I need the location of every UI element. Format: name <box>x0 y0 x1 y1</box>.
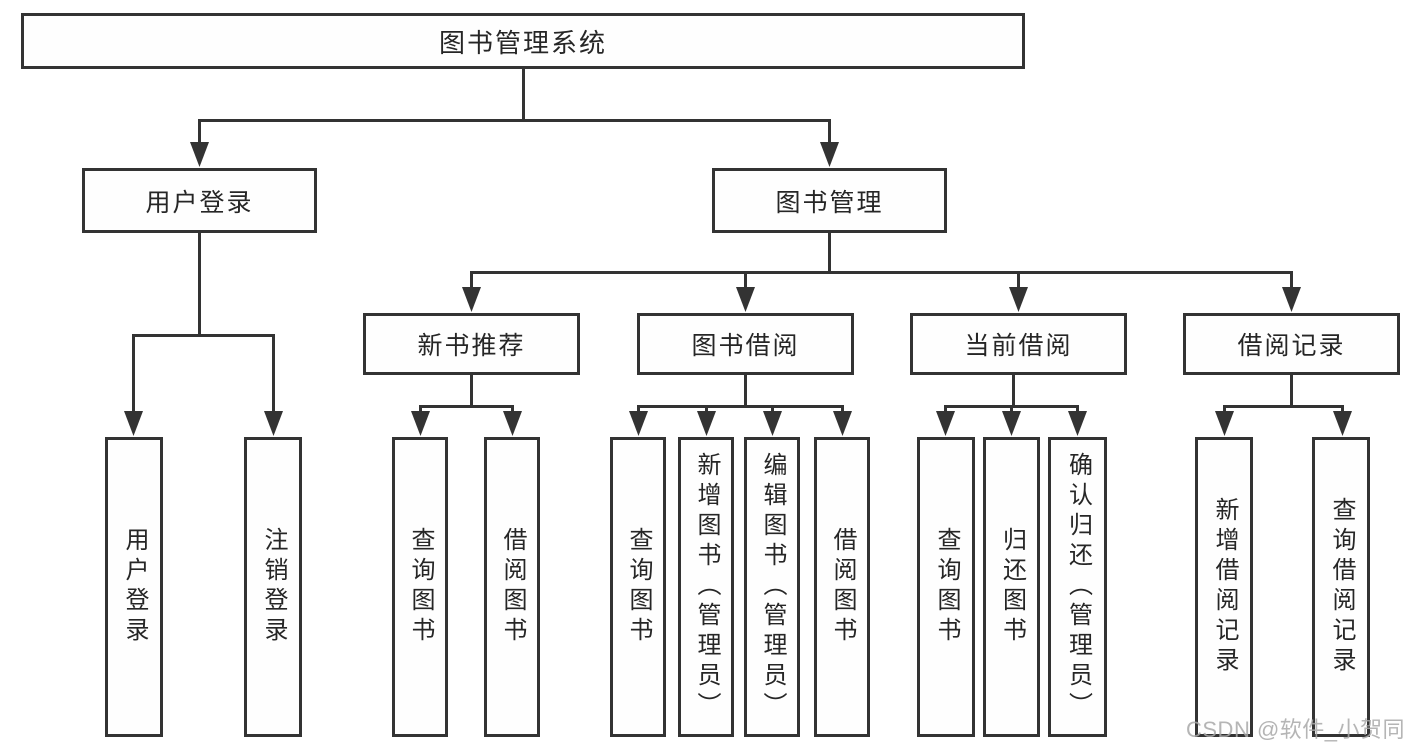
arrow-down-icon <box>697 411 716 436</box>
node-query-borrow-record: 查询借阅记录 <box>1312 437 1370 737</box>
node-label: 确认归还（管理员） <box>1064 452 1092 722</box>
arrow-down-icon <box>1333 411 1352 436</box>
connector-root-to-level2 <box>190 69 839 167</box>
node-add-books-admin: 新增图书（管理员） <box>678 437 734 737</box>
arrow-down-icon <box>736 287 755 312</box>
node-label: 新增图书（管理员） <box>693 452 720 722</box>
node-confirm-return-admin: 确认归还（管理员） <box>1048 437 1107 737</box>
connector-new-books-children <box>411 375 522 436</box>
node-label: 借阅图书 <box>499 527 526 647</box>
arrow-down-icon <box>833 411 852 436</box>
node-label: 查询图书 <box>407 527 434 647</box>
arrow-down-icon <box>820 142 839 167</box>
csdn-watermark: CSDN @软件_小贺同学 <box>1186 717 1405 742</box>
node-new-book-recommend: 新书推荐 <box>363 313 580 375</box>
node-label: 注销登录 <box>260 527 287 647</box>
node-label: 用户登录 <box>121 527 148 647</box>
node-label: 图书管理系统 <box>438 27 607 58</box>
node-label: 查询图书 <box>625 527 652 647</box>
arrow-down-icon <box>1009 287 1028 312</box>
node-label: 当前借阅 <box>964 332 1073 360</box>
node-add-borrow-record: 新增借阅记录 <box>1195 437 1253 737</box>
connector-current-borrow-children <box>936 375 1087 436</box>
node-book-management: 图书管理 <box>712 168 947 233</box>
node-label: 图书借阅 <box>691 332 800 360</box>
connector-book-borrow-children <box>629 375 852 436</box>
arrow-down-icon <box>936 411 955 436</box>
connector-book-mgmt-children <box>462 233 1301 312</box>
node-label: 编辑图书（管理员） <box>759 452 786 722</box>
node-label: 新增借阅记录 <box>1211 497 1238 677</box>
arrow-down-icon <box>1282 287 1301 312</box>
node-label: 查询借阅记录 <box>1328 497 1355 677</box>
node-edit-books-admin: 编辑图书（管理员） <box>744 437 800 737</box>
arrow-down-icon <box>264 411 283 436</box>
node-query-books-1: 查询图书 <box>392 437 448 737</box>
arrow-down-icon <box>1068 411 1087 436</box>
node-current-borrowing: 当前借阅 <box>910 313 1127 375</box>
arrow-down-icon <box>462 287 481 312</box>
connector-user-login-children <box>124 233 283 436</box>
node-query-books-3: 查询图书 <box>917 437 975 737</box>
connector-borrow-records-children <box>1215 375 1352 436</box>
node-book-borrowing: 图书借阅 <box>637 313 854 375</box>
node-logout: 注销登录 <box>244 437 302 737</box>
node-borrow-books-2: 借阅图书 <box>814 437 870 737</box>
node-label: 归还图书 <box>998 527 1026 647</box>
node-label: 新书推荐 <box>417 332 526 360</box>
node-label: 用户登录 <box>145 188 254 217</box>
node-return-books: 归还图书 <box>983 437 1040 737</box>
arrow-down-icon <box>124 411 143 436</box>
node-user-login: 用户登录 <box>82 168 317 233</box>
arrow-down-icon <box>411 411 430 436</box>
node-label: 借阅记录 <box>1237 332 1346 360</box>
arrow-down-icon <box>503 411 522 436</box>
node-user-login-action: 用户登录 <box>105 437 163 737</box>
node-label: 借阅图书 <box>829 527 856 647</box>
arrow-down-icon <box>763 411 782 436</box>
node-label: 图书管理 <box>775 188 884 217</box>
arrow-down-icon <box>1215 411 1234 436</box>
arrow-down-icon <box>629 411 648 436</box>
arrow-down-icon <box>1002 411 1021 436</box>
arrow-down-icon <box>190 142 209 167</box>
node-label: 查询图书 <box>933 527 960 647</box>
node-borrow-books-1: 借阅图书 <box>484 437 540 737</box>
node-library-management-system: 图书管理系统 <box>21 13 1025 69</box>
node-query-books-2: 查询图书 <box>610 437 666 737</box>
node-borrow-records: 借阅记录 <box>1183 313 1400 375</box>
